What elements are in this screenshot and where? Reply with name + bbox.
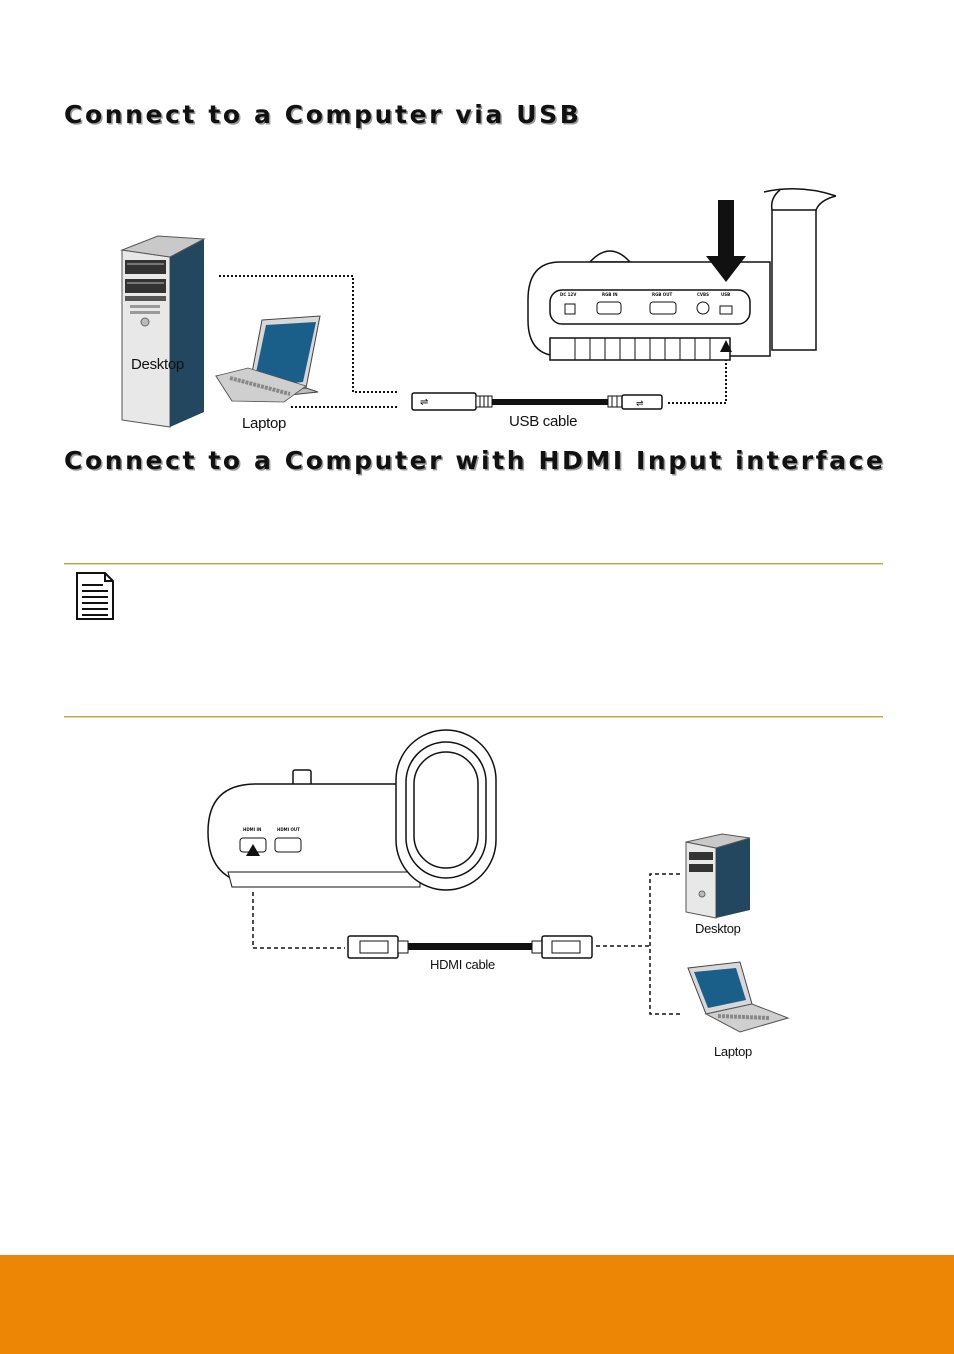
laptop-computer-icon-hdmi xyxy=(687,961,790,1033)
svg-text:CVBS: CVBS xyxy=(697,292,709,297)
svg-text:⇌: ⇌ xyxy=(420,397,428,408)
svg-text:HDMI IN: HDMI IN xyxy=(243,827,261,832)
small-up-arrow-icon xyxy=(720,340,732,352)
usb-cable-label: USB cable xyxy=(509,413,577,430)
desktop-label-hdmi: Desktop xyxy=(695,921,741,936)
hdmi-cable xyxy=(347,935,593,959)
document-camera-rear-view xyxy=(527,188,837,361)
laptop-computer-icon xyxy=(215,315,321,403)
connection-lines xyxy=(219,275,727,408)
desktop-label: Desktop xyxy=(131,356,184,373)
svg-text:⇌: ⇌ xyxy=(636,399,644,409)
hdmi-connection-diagram: HDMI IN HDMI OUT HDMI cable Desktop Lapt… xyxy=(207,729,790,1059)
hdmi-connection-lines xyxy=(252,873,680,1015)
svg-text:RGB OUT: RGB OUT xyxy=(652,292,672,297)
usb-section-heading: Connect to a Computer via USB xyxy=(64,100,582,129)
svg-text:DC 12V: DC 12V xyxy=(560,292,577,297)
usb-connection-diagram: Desktop Laptop ⇌ ⇌ USB cable xyxy=(120,188,837,432)
usb-cable: ⇌ ⇌ xyxy=(411,392,663,411)
desktop-computer-icon xyxy=(120,235,206,428)
svg-text:RGB IN: RGB IN xyxy=(602,292,618,297)
insert-arrow-icon xyxy=(706,200,746,282)
svg-text:HDMI OUT: HDMI OUT xyxy=(277,827,300,832)
hdmi-port-labels: HDMI IN HDMI OUT xyxy=(243,827,300,832)
port-labels: DC 12V RGB IN RGB OUT CVBS USB xyxy=(560,292,730,297)
hdmi-cable-label: HDMI cable xyxy=(430,957,495,972)
document-camera-side-view xyxy=(207,729,497,891)
hdmi-in-arrow-icon xyxy=(246,844,260,856)
page-footer-bar xyxy=(0,1255,954,1354)
laptop-label-hdmi: Laptop xyxy=(714,1044,752,1059)
desktop-computer-icon-hdmi xyxy=(685,833,751,919)
laptop-label: Laptop xyxy=(242,415,286,432)
hdmi-section-heading: Connect to a Computer with HDMI Input in… xyxy=(64,446,886,475)
note-top-rule xyxy=(64,563,883,565)
svg-text:USB: USB xyxy=(721,292,730,297)
note-document-icon xyxy=(76,572,114,620)
note-bottom-rule xyxy=(64,716,883,718)
